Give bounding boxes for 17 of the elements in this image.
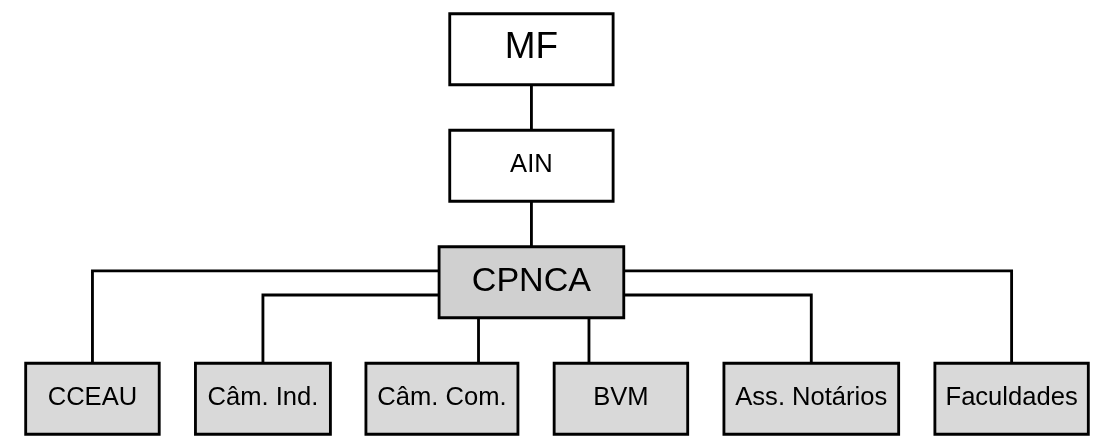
node-box: BVM xyxy=(552,361,689,436)
connector xyxy=(261,293,439,364)
connector xyxy=(90,269,439,364)
connector xyxy=(529,84,533,130)
node-box: Faculdades xyxy=(932,361,1090,436)
node-box: MF xyxy=(447,12,615,87)
node-box: Câm. Com. xyxy=(364,361,519,436)
connector xyxy=(623,269,1013,364)
connector xyxy=(587,317,590,363)
connector xyxy=(529,201,533,247)
node-box: Câm. Ind. xyxy=(193,361,332,436)
node-box: AIN xyxy=(447,128,615,203)
node-box: CCEAU xyxy=(23,361,161,436)
connector xyxy=(623,293,813,364)
node-box: Ass. Notários xyxy=(722,361,900,436)
connector xyxy=(476,317,480,363)
node-box: CPNCA xyxy=(437,245,625,320)
